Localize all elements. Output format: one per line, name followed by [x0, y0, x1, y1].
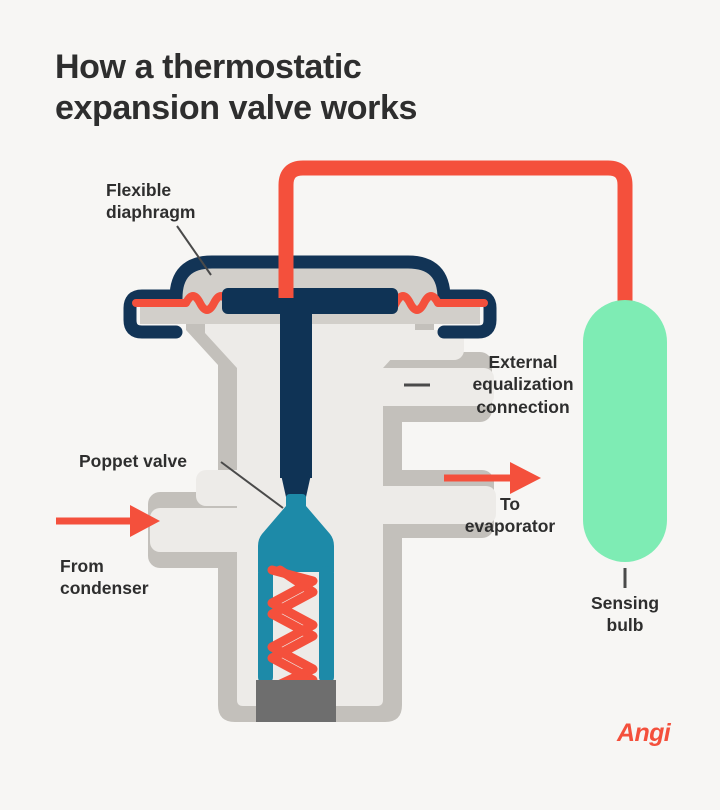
poppet-valve [258, 494, 334, 684]
angi-logo: Angi [617, 719, 671, 747]
leader-line-poppet [220, 461, 284, 509]
valve-body-channels [150, 300, 496, 706]
sensing-bulb [583, 300, 667, 562]
label-to-evaporator: To evaporator [464, 494, 556, 537]
label-poppet-valve: Poppet valve [79, 451, 187, 471]
label-from-condenser: From condenser [60, 556, 149, 599]
leader-line-diaphragm [176, 225, 212, 276]
label-flexible-diaphragm: Flexible diaphragm [106, 180, 196, 223]
label-sensing-bulb: Sensing bulb [590, 593, 660, 636]
capillary-tube [278, 160, 633, 312]
label-external-equalization: External equalization connection [472, 352, 574, 417]
push-rod [222, 288, 398, 506]
outlet-arrow [444, 462, 541, 494]
adjustment-block [256, 680, 336, 722]
inlet-arrow [56, 505, 160, 537]
page-title: How a thermostatic expansion valve works [55, 48, 417, 128]
